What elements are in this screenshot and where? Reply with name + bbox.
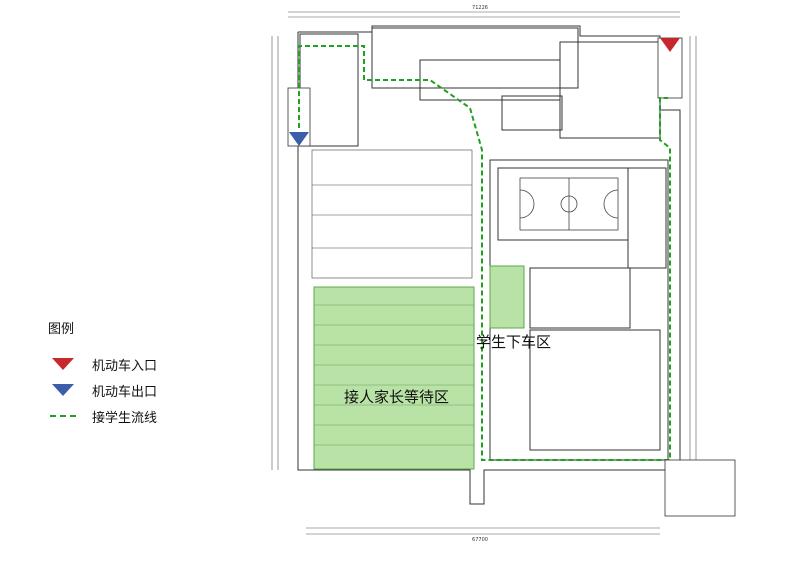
annex-building [664,459,736,517]
parent-waiting-zone [313,286,475,470]
legend-item-flow: 接学生流线 [48,403,228,429]
legend-label: 机动车入口 [92,358,158,374]
parking-stalls [314,304,474,446]
legend-label: 接学生流线 [92,410,158,426]
legend: 图例 机动车入口 机动车出口 接学生流线 [48,318,228,429]
legend-item-entry: 机动车入口 [48,351,228,377]
dimension-lines [271,11,697,535]
student-dropoff-zone [489,265,525,329]
bottom-total-dimension: 67700 [472,537,488,543]
building-outline [297,25,681,505]
parent-waiting-label: 接人家长等待区 [344,388,450,406]
top-total-dimension: 71226 [472,5,488,11]
legend-item-exit: 机动车出口 [48,377,228,403]
flow-dash-icon [50,415,76,417]
student-flow-line [298,45,671,461]
upper-parking [311,149,473,279]
student-dropoff-label: 学生下车区 [476,333,552,351]
basketball-court [519,177,619,231]
entry-triangle-icon [52,358,74,370]
exit-triangle-icon [52,384,74,396]
legend-label: 机动车出口 [92,384,158,400]
entry-ramp [657,37,683,99]
legend-title: 图例 [48,322,75,337]
